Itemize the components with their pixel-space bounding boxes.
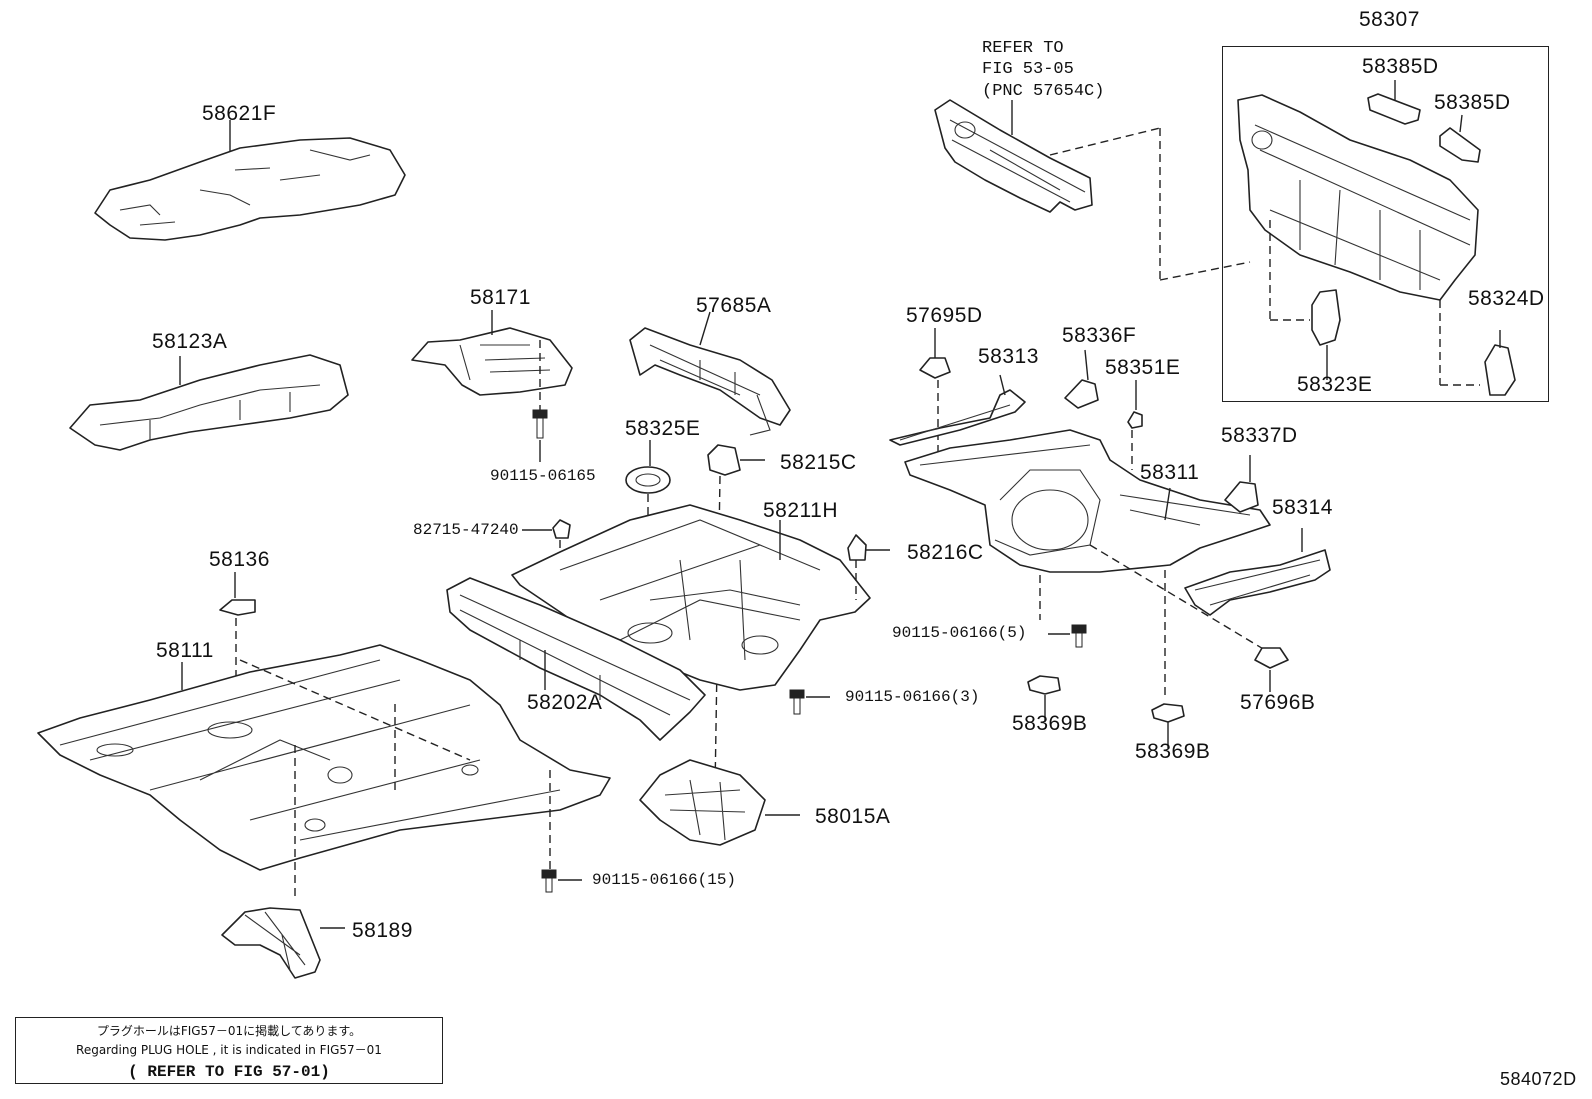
plug-hole-note: プラグホールはFIG57－01に掲載してあります。 Regarding PLUG…	[15, 1017, 443, 1084]
part-refer-57654C	[934, 99, 1251, 281]
part-57696B	[1254, 647, 1289, 692]
label-58123A: 58123A	[152, 330, 228, 353]
label-58189: 58189	[352, 919, 413, 942]
note-refer: ( REFER TO FIG 57-01)	[128, 1063, 330, 1081]
part-58336F	[1064, 349, 1099, 409]
label-58136: 58136	[209, 548, 270, 571]
part-58351E	[1127, 380, 1143, 470]
part-58385D-bracket-1	[1367, 80, 1421, 125]
part-58369B-bracket-2	[1151, 703, 1185, 748]
label-58336F: 58336F	[1062, 324, 1137, 347]
part-58323E	[1311, 289, 1341, 380]
part-58189	[221, 907, 345, 979]
label-58015A: 58015A	[815, 805, 891, 828]
label-57696B: 57696B	[1240, 691, 1316, 714]
label-58314: 58314	[1272, 496, 1333, 519]
label-90115-06166-15: 90115-06166(15)	[592, 871, 737, 889]
label-58385D-1: 58385D	[1362, 55, 1439, 78]
part-58216C	[847, 534, 890, 600]
label-58323E: 58323E	[1297, 373, 1373, 396]
label-58324D: 58324D	[1468, 287, 1545, 310]
label-58351E: 58351E	[1105, 356, 1181, 379]
label-82715-47240: 82715-47240	[413, 521, 519, 539]
diagram-code: 584072D	[1500, 1069, 1577, 1089]
label-58111: 58111	[156, 639, 214, 662]
label-58369B-1: 58369B	[1012, 712, 1088, 735]
label-58202A: 58202A	[527, 691, 603, 714]
part-58337D	[1224, 455, 1259, 513]
note-english: Regarding PLUG HOLE , it is indicated in…	[76, 1043, 382, 1057]
part-58123A	[69, 354, 349, 451]
group-58307-box	[1222, 46, 1549, 402]
label-58325E: 58325E	[625, 417, 701, 440]
label-refer-fig-53-05: REFER TO FIG 53-05 (PNC 57654C)	[982, 39, 1105, 101]
part-58621F-insulator	[94, 120, 406, 241]
part-58202A-crossmember	[446, 577, 706, 741]
part-58311-rear-floor-pan	[904, 429, 1271, 700]
part-58211H-floor	[511, 504, 871, 691]
note-japanese: プラグホールはFIG57－01に掲載してあります。	[96, 1024, 362, 1038]
part-58015A	[639, 759, 800, 846]
part-58313	[889, 374, 1026, 446]
label-58211H: 58211H	[763, 499, 839, 522]
label-57685A: 57685A	[696, 294, 772, 317]
label-58621F: 58621F	[202, 102, 277, 125]
label-90115-06166-5: 90115-06166(5)	[892, 624, 1027, 642]
part-58111-front-floor	[37, 644, 611, 900]
part-58171	[411, 310, 573, 410]
label-58216C: 58216C	[907, 541, 984, 564]
part-58369B-bracket-1	[1027, 675, 1061, 722]
part-58385D-bracket-2	[1439, 114, 1481, 163]
label-58171: 58171	[470, 286, 531, 309]
label-58311: 58311	[1140, 461, 1200, 484]
bolt-90115-06166-3-icon	[789, 689, 830, 715]
label-58385D-2: 58385D	[1434, 91, 1511, 114]
label-90115-06165: 90115-06165	[490, 467, 596, 485]
part-58307-back-panel	[1237, 94, 1480, 386]
bolt-90115-06166-15-icon	[541, 869, 582, 893]
label-58369B-2: 58369B	[1135, 740, 1211, 763]
part-58314	[1184, 528, 1331, 616]
label-90115-06166-3: 90115-06166(3)	[845, 688, 980, 706]
part-57685A	[629, 311, 791, 436]
label-58313: 58313	[978, 345, 1039, 368]
label-58215C: 58215C	[780, 451, 857, 474]
label-57695D: 57695D	[906, 304, 983, 327]
label-58307: 58307	[1359, 8, 1420, 31]
bolt-90115-06166-5-icon	[1048, 624, 1087, 648]
part-58324D	[1484, 330, 1516, 396]
bolt-90115-06165-icon	[532, 409, 548, 462]
label-58337D: 58337D	[1221, 424, 1298, 447]
